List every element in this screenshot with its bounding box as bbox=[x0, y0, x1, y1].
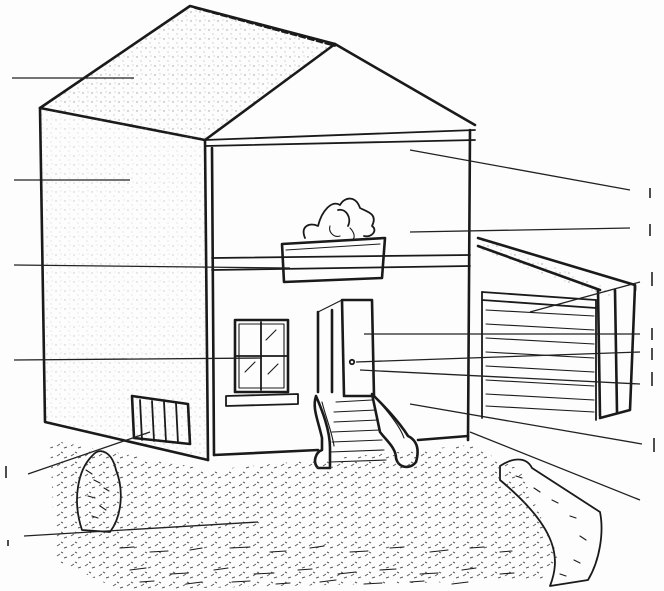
front-window bbox=[226, 320, 298, 406]
garage bbox=[478, 238, 635, 420]
right-label-ticks bbox=[650, 188, 654, 452]
leader-garage-door bbox=[360, 370, 640, 384]
leader-upper-floor-wall bbox=[410, 228, 630, 232]
left-label-ticks bbox=[6, 466, 8, 546]
leader-door-handle bbox=[356, 352, 640, 362]
leader-ceiling-beam bbox=[410, 150, 630, 190]
side-wall bbox=[40, 108, 208, 460]
front-wall-outline bbox=[212, 130, 470, 455]
front-door-drawing bbox=[318, 300, 374, 396]
lawn-ground bbox=[50, 440, 560, 590]
